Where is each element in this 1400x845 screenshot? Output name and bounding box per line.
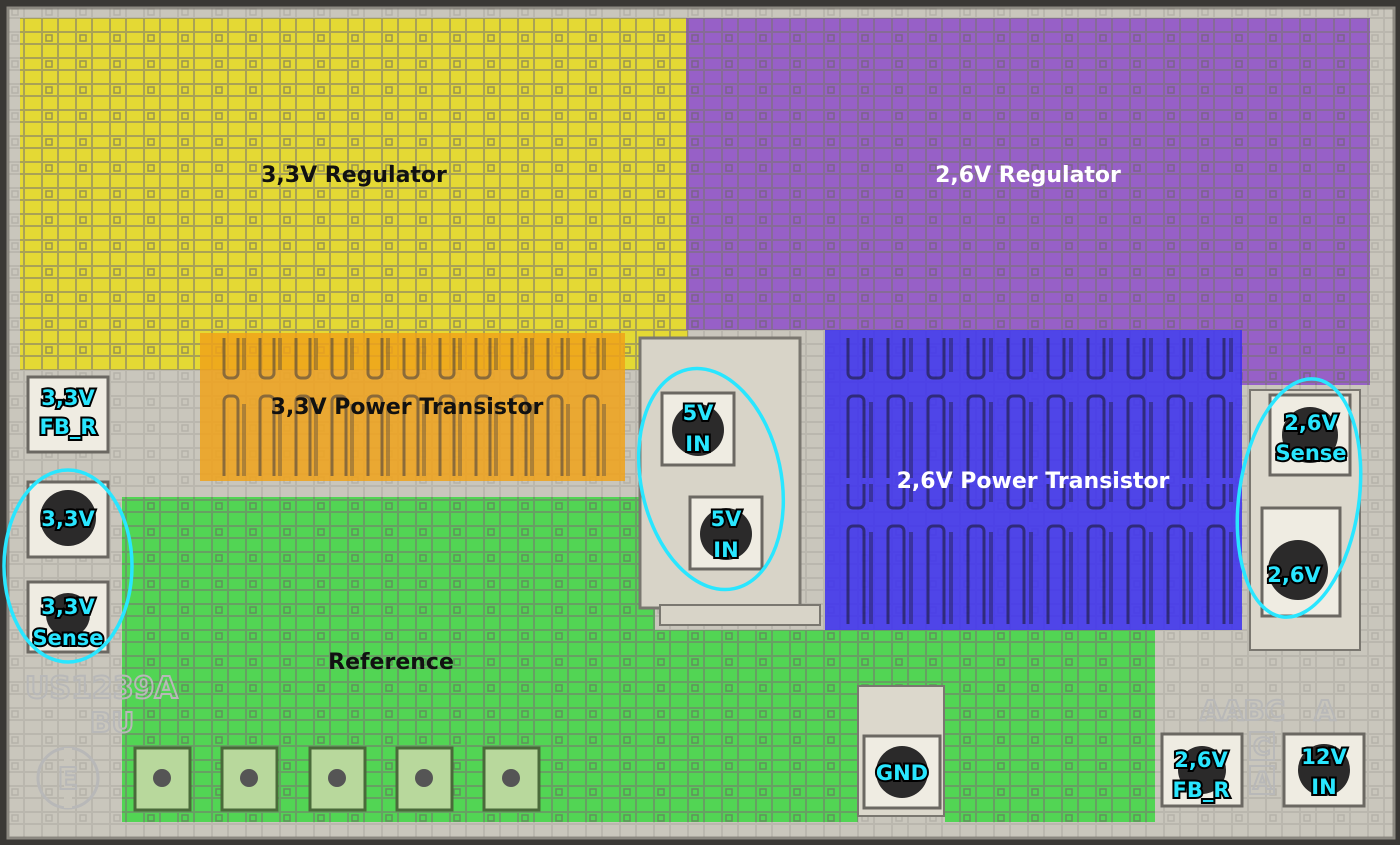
label-3v3-regulator: 3,3V Regulator <box>261 163 447 188</box>
svg-text:5V: 5V <box>711 507 743 531</box>
svg-text:3,3V: 3,3V <box>41 595 95 619</box>
pad-5v-in-2: 5V IN <box>688 495 764 571</box>
pad-3v3-sense: 3,3V Sense <box>26 580 110 654</box>
svg-text:3,3V: 3,3V <box>41 507 95 531</box>
pad-3v3-fb-r: 3,3V FB_R <box>26 375 110 454</box>
pad-gnd: GND <box>862 734 942 810</box>
svg-text:12V: 12V <box>1301 745 1347 769</box>
test-pads <box>133 746 541 812</box>
svg-text:Sense: Sense <box>1275 441 1346 465</box>
svg-text:5V: 5V <box>683 401 715 425</box>
region-3v3-regulator <box>20 18 688 370</box>
svg-text:IN: IN <box>685 432 710 456</box>
label-2v6-power-transistor: 2,6V Power Transistor <box>897 469 1170 494</box>
pad-2v6-output: 2,6V <box>1260 506 1342 618</box>
svg-text:2,6V: 2,6V <box>1174 748 1228 772</box>
svg-text:IN: IN <box>713 538 738 562</box>
suffix-marking: BU <box>90 706 134 739</box>
svg-text:2,6V: 2,6V <box>1267 563 1321 587</box>
label-reference: Reference <box>328 650 454 675</box>
svg-text:FB_R: FB_R <box>39 415 96 439</box>
region-2v6-regulator-extension <box>1240 330 1370 385</box>
pad-group-highlights <box>2 366 1363 664</box>
chip-markings: US1239A BU E AABC A C A <box>24 670 1337 810</box>
pad-2v6-fb-r: 2,6V FB_R <box>1160 732 1244 808</box>
svg-text:Sense: Sense <box>32 626 103 650</box>
region-reference <box>122 497 1155 822</box>
svg-text:GND: GND <box>876 761 928 785</box>
revision-letter-a2: A <box>1253 767 1272 795</box>
region-2v6-regulator <box>686 18 1370 330</box>
pad-12v-in: 12V IN <box>1282 732 1366 808</box>
part-number-marking: US1239A <box>25 671 178 706</box>
pad-5v-in-1: 5V IN <box>660 391 736 467</box>
label-2v6-regulator: 2,6V Regulator <box>935 163 1121 188</box>
region-3v3-power-transistor <box>200 333 625 481</box>
pad-3v3-output: 3,3V <box>26 480 110 559</box>
revision-letters: AABC <box>1200 694 1285 727</box>
svg-text:3,3V: 3,3V <box>41 386 95 410</box>
svg-text:FB_R: FB_R <box>1172 778 1229 802</box>
pad-2v6-sense: 2,6V Sense <box>1268 393 1352 477</box>
revision-letter-c: C <box>1253 733 1271 761</box>
revision-letter-a: A <box>1314 694 1336 727</box>
region-2v6-power-transistor <box>825 330 1242 630</box>
svg-text:IN: IN <box>1311 775 1336 799</box>
label-3v3-power-transistor: 3,3V Power Transistor <box>271 395 544 420</box>
svg-text:2,6V: 2,6V <box>1284 411 1338 435</box>
logo-letter: E <box>58 762 79 797</box>
